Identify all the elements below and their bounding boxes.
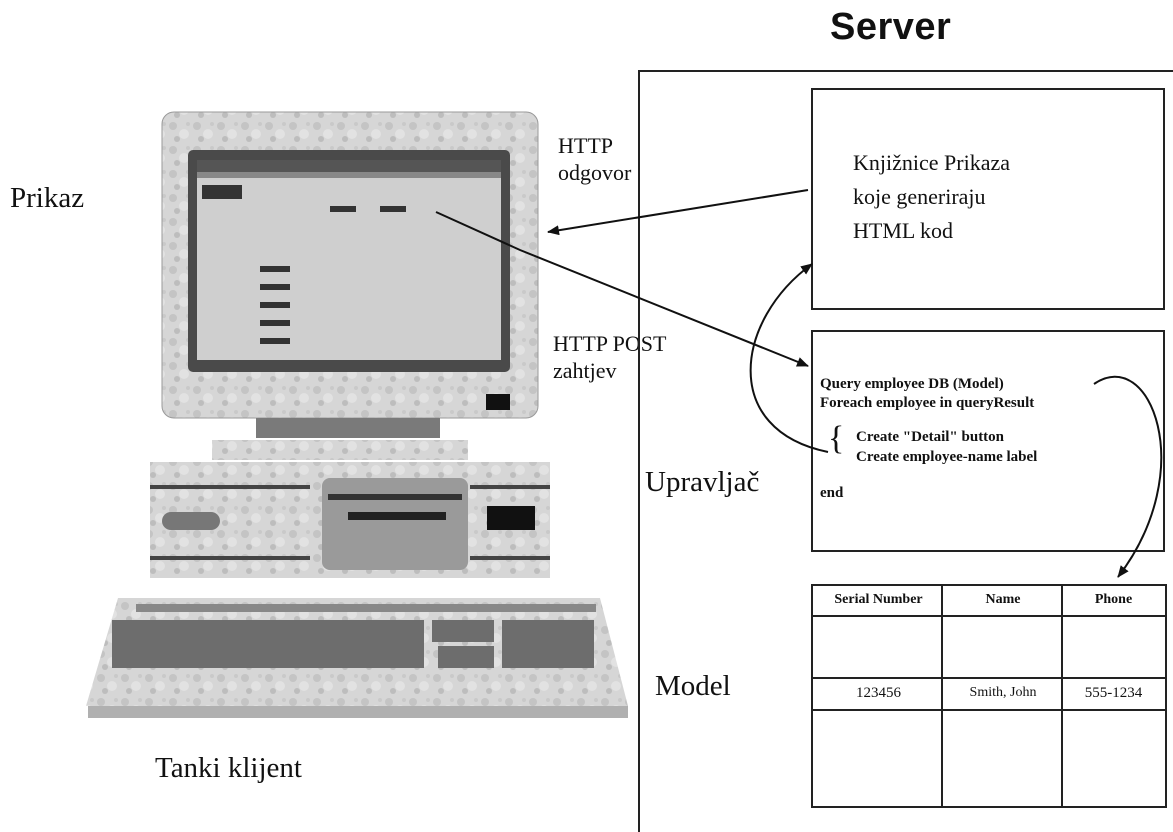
code-line-foreach: Foreach employee in queryResult <box>820 395 1035 411</box>
http-response-arrow <box>547 189 809 236</box>
table-cell-phone: 555-1234 <box>1084 685 1143 701</box>
code-line-create-label: Create employee-name label <box>856 449 1038 465</box>
http-request-arrow <box>435 211 809 367</box>
code-line-create-button: Create "Detail" button <box>856 429 1005 445</box>
table-header-name: Name <box>985 592 1021 607</box>
model-table: Serial Number Name Phone 123456 Smith, J… <box>811 584 1167 808</box>
code-line-end: end <box>820 485 844 501</box>
base-unit-icon <box>150 440 550 578</box>
server-frame <box>638 70 1173 832</box>
thin-client-label: Tanki klijent <box>155 752 302 784</box>
http-request-line2: zahtjev <box>553 358 617 383</box>
table-header-phone: Phone <box>1094 592 1133 607</box>
view-library-line2: koje generiraju <box>853 184 986 209</box>
http-response-line2: odgovor <box>558 160 632 185</box>
controller-to-view-arrow <box>749 263 829 453</box>
monitor-icon <box>161 111 539 438</box>
diagram-graphics <box>86 111 1163 718</box>
view-library-line1: Knjižnice Prikaza <box>853 150 1010 175</box>
http-request-line1: HTTP POST <box>553 331 667 356</box>
controller-box <box>811 330 1165 552</box>
server-title: Server <box>830 6 952 48</box>
controller-label: Upravljač <box>645 466 760 498</box>
controller-to-model-arrow <box>1093 375 1163 578</box>
model-table-grid <box>813 586 1165 806</box>
model-label: Model <box>655 670 731 702</box>
http-response-line1: HTTP <box>558 133 613 158</box>
http-request-label: HTTP POST zahtjev <box>553 330 666 384</box>
view-library-text: Knjižnice Prikaza koje generiraju HTML k… <box>853 146 1010 248</box>
keyboard-icon <box>86 598 628 718</box>
view-label: Prikaz <box>10 182 85 214</box>
code-brace: { <box>828 420 845 457</box>
table-cell-name: Smith, John <box>969 685 1037 700</box>
table-header-serial: Serial Number <box>834 592 923 607</box>
view-library-line3: HTML kod <box>853 218 954 243</box>
view-library-box <box>811 88 1165 310</box>
code-line-query: Query employee DB (Model) <box>820 376 1004 392</box>
http-response-label: HTTP odgovor <box>558 132 631 186</box>
table-cell-serial: 123456 <box>856 685 901 701</box>
